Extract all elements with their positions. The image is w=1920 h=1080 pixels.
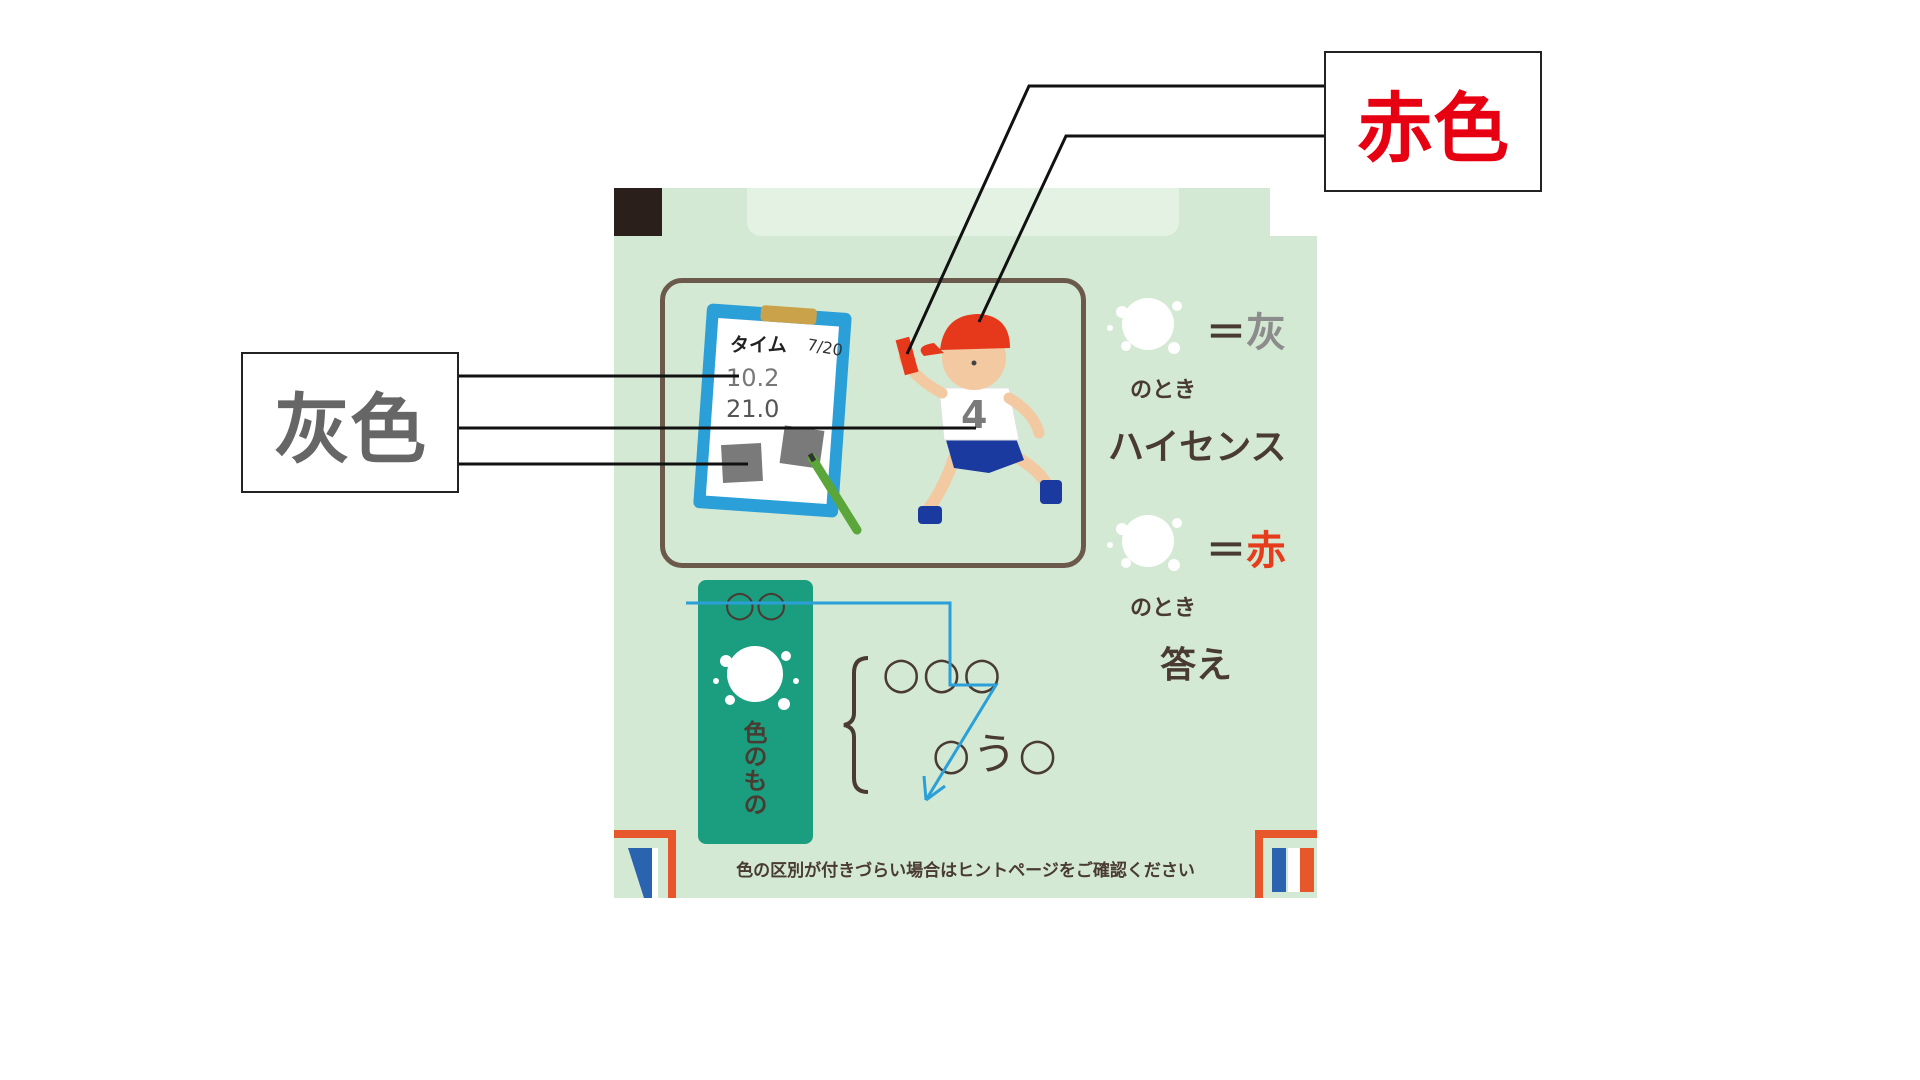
legend-gray-condition: のとき: [1130, 378, 1197, 403]
puzzle-card: タイム 7/20 10.2 21.0 4 ＝灰 のとき ハイセンス ＝赤 のとき…: [614, 188, 1317, 898]
blue-arrow: [686, 601, 999, 802]
hint-box: ○○ 色のもの: [698, 580, 813, 844]
hint-box-bottom: 色のもの: [739, 720, 767, 816]
corner-decoration-left: [614, 830, 676, 898]
equals-sign: ＝: [1206, 528, 1246, 574]
legend-red-answer: 答え: [1160, 645, 1233, 686]
clipboard-title: タイム: [730, 334, 787, 356]
riddle-line-1: ○○○: [882, 648, 1004, 699]
callout-red: 赤色: [1324, 51, 1542, 192]
legend-red-condition: のとき: [1130, 596, 1197, 621]
splat-icon-red: [1107, 515, 1182, 571]
legend-gray-answer: ハイセンス: [1108, 427, 1287, 468]
illustration-frame: [660, 278, 1086, 568]
runner-number: 4: [961, 393, 988, 437]
callout-gray: 灰色: [241, 352, 459, 493]
hint-note: 色の区別が付きづらい場合はヒントページをご確認ください: [736, 861, 1195, 881]
callout-gray-label: 灰色: [274, 384, 426, 474]
clipboard-row-2: 21.0: [726, 395, 780, 423]
legend-red-word: 赤: [1246, 528, 1286, 574]
callout-red-label: 赤色: [1357, 83, 1509, 173]
legend-red-equation: ＝赤: [1206, 518, 1286, 576]
splat-icon: [713, 646, 799, 710]
clipboard-row-1: 10.2: [726, 364, 780, 392]
brace: [843, 656, 869, 794]
card-corner-marker: [614, 188, 662, 236]
corner-decoration-right: [1255, 830, 1317, 898]
